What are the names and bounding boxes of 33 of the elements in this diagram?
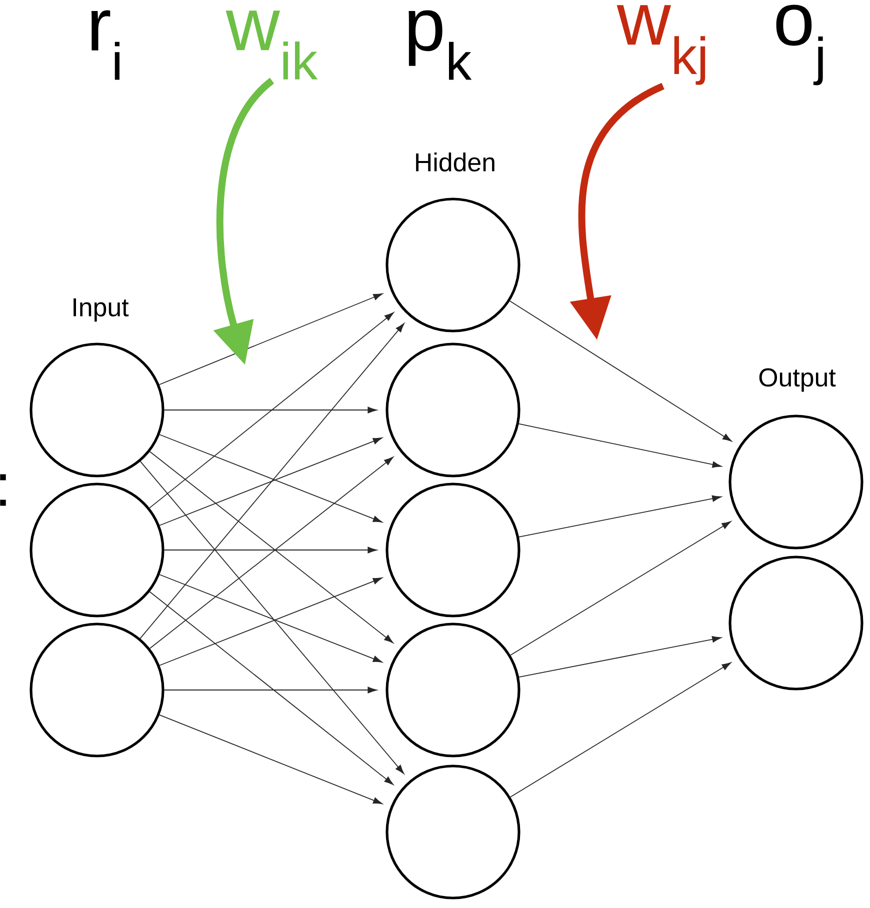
arrow xyxy=(159,714,382,804)
neuron-circle xyxy=(30,482,164,618)
neuron-circle xyxy=(386,198,520,332)
arrow xyxy=(158,293,383,386)
neuron-circle xyxy=(728,556,864,690)
arrow xyxy=(140,461,404,774)
arrow xyxy=(149,591,394,785)
arrow xyxy=(149,312,394,508)
arrow xyxy=(164,546,377,554)
arrow xyxy=(518,495,722,538)
variable-label: r$_{i}$ xyxy=(91,10,120,80)
variable-label: : xyxy=(0,474,6,506)
neuron-circle xyxy=(30,622,164,758)
arrow xyxy=(518,636,722,678)
neuron-circle xyxy=(386,764,520,900)
neuron-circle xyxy=(30,342,164,478)
layer-label: Output xyxy=(759,368,836,392)
neuron-circle xyxy=(386,342,520,478)
weight-symbol: w$_{kj}$ xyxy=(616,5,706,85)
arrow xyxy=(164,686,377,694)
neuron-circle xyxy=(386,482,520,618)
neuron-circle xyxy=(728,414,864,550)
variable-label: o$_{j}$ xyxy=(776,4,823,86)
arrow xyxy=(510,662,732,798)
arrow xyxy=(509,300,732,442)
layer-label: Hidden xyxy=(416,152,494,172)
neuron-circle xyxy=(386,622,520,758)
arrow xyxy=(518,423,722,468)
arrow xyxy=(164,406,377,414)
weight-symbol: w$_{ik}$ xyxy=(226,10,318,80)
arrow xyxy=(140,323,404,639)
arrow xyxy=(510,521,732,656)
variable-label: p$_{k}$ xyxy=(408,10,472,80)
